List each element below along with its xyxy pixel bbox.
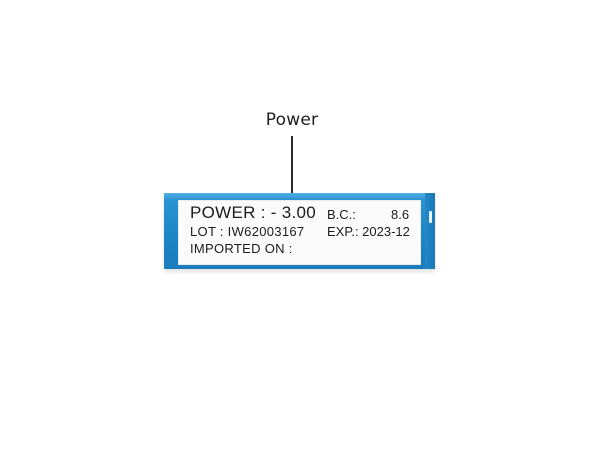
lens-box-top-edge [164,193,435,200]
lot-number: LOT : IW62003167 [190,224,305,239]
power-callout-label: Power [265,110,319,130]
base-curve-value: 8.6 [391,207,410,222]
power-callout-pointer [291,136,293,211]
prescription-label [178,200,421,265]
box-side-mark [429,211,432,223]
imported-on: IMPORTED ON : [190,241,293,256]
lens-box-side [425,193,435,269]
power-value: POWER : - 3.00 [190,203,317,222]
base-curve-label: B.C.: [327,207,356,222]
expiry-date: EXP.: 2023-12 [327,224,410,239]
